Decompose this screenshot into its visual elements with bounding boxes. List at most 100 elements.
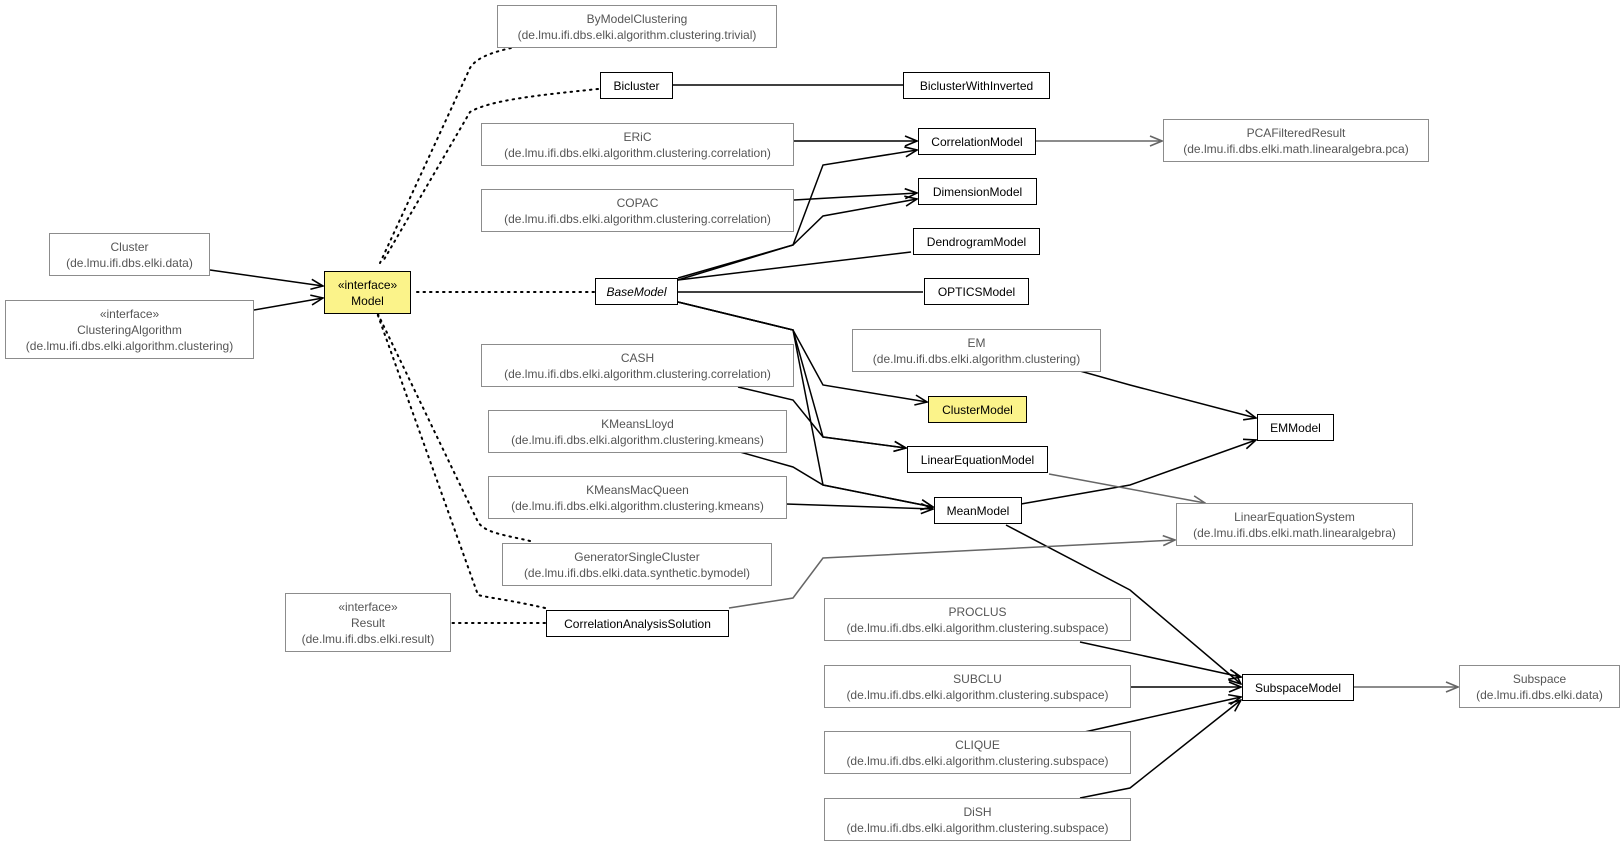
class-name: CorrelationAnalysisSolution — [564, 616, 711, 631]
stereotype-label: «interface» — [338, 599, 398, 614]
class-copac[interactable]: COPAC (de.lmu.ifi.dbs.elki.algorithm.clu… — [481, 189, 794, 232]
class-name: PROCLUS — [948, 604, 1007, 619]
class-bicluster[interactable]: Bicluster — [600, 72, 673, 99]
class-clique[interactable]: CLIQUE (de.lmu.ifi.dbs.elki.algorithm.cl… — [824, 731, 1131, 774]
edge-correlationanalysissolution-model — [375, 309, 546, 609]
package-name: (de.lmu.ifi.dbs.elki.algorithm.clusterin… — [511, 498, 764, 513]
class-name: ERiC — [623, 129, 652, 144]
edge-cluster-model — [209, 269, 323, 286]
edge-copac-dimensionmodel — [793, 193, 917, 201]
class-subspacemodel[interactable]: SubspaceModel — [1242, 674, 1354, 701]
class-cash[interactable]: CASH (de.lmu.ifi.dbs.elki.algorithm.clus… — [481, 344, 794, 387]
package-name: (de.lmu.ifi.dbs.elki.algorithm.clusterin… — [504, 366, 771, 381]
class-name: EMModel — [1270, 420, 1321, 435]
class-name: COPAC — [616, 195, 659, 210]
class-name: KMeansMacQueen — [586, 482, 689, 497]
class-name: KMeansLloyd — [601, 416, 674, 431]
interface-clusteringalgorithm[interactable]: «interface» ClusteringAlgorithm (de.lmu.… — [5, 300, 254, 359]
package-name: (de.lmu.ifi.dbs.elki.algorithm.clusterin… — [872, 351, 1081, 366]
class-proclus[interactable]: PROCLUS (de.lmu.ifi.dbs.elki.algorithm.c… — [824, 598, 1131, 641]
class-name: CorrelationModel — [931, 134, 1023, 149]
class-em[interactable]: EM (de.lmu.ifi.dbs.elki.algorithm.cluste… — [852, 329, 1101, 372]
class-kmeanslloyd[interactable]: KMeansLloyd (de.lmu.ifi.dbs.elki.algorit… — [488, 410, 787, 453]
package-name: (de.lmu.ifi.dbs.elki.data) — [66, 255, 193, 270]
edge-basemodel-correlationmodel — [677, 150, 917, 279]
class-linearequationsystem[interactable]: LinearEquationSystem (de.lmu.ifi.dbs.elk… — [1176, 503, 1413, 546]
class-kmeansmacqueen[interactable]: KMeansMacQueen (de.lmu.ifi.dbs.elki.algo… — [488, 476, 787, 519]
class-name: Result — [350, 615, 385, 630]
class-dimensionmodel[interactable]: DimensionModel — [918, 178, 1037, 205]
class-emmodel[interactable]: EMModel — [1257, 414, 1334, 441]
class-name: BiclusterWithInverted — [919, 78, 1034, 93]
package-name: (de.lmu.ifi.dbs.elki.algorithm.clusterin… — [846, 820, 1109, 835]
class-name: MeanModel — [946, 503, 1010, 518]
package-name: (de.lmu.ifi.dbs.elki.algorithm.clusterin… — [846, 687, 1109, 702]
edge-bicluster-model — [381, 88, 599, 264]
stereotype-label: «interface» — [99, 306, 160, 321]
class-name: SubspaceModel — [1254, 680, 1342, 695]
interface-model[interactable]: «interface» Model — [324, 271, 411, 314]
class-name: DimensionModel — [932, 184, 1023, 199]
package-name: (de.lmu.ifi.dbs.elki.data.synthetic.bymo… — [523, 565, 751, 580]
class-dish[interactable]: DiSH (de.lmu.ifi.dbs.elki.algorithm.clus… — [824, 798, 1131, 841]
class-dendrogrammodel[interactable]: DendrogramModel — [913, 228, 1040, 255]
package-name: (de.lmu.ifi.dbs.elki.algorithm.clusterin… — [25, 338, 234, 353]
package-name: (de.lmu.ifi.dbs.elki.algorithm.clusterin… — [511, 432, 764, 447]
edge-kmeansmacqueen-meanmodel — [785, 504, 933, 509]
class-name: ClusteringAlgorithm — [77, 322, 182, 337]
class-name: Bicluster — [613, 78, 660, 93]
class-eric[interactable]: ERiC (de.lmu.ifi.dbs.elki.algorithm.clus… — [481, 123, 794, 166]
class-name: LinearEquationModel — [920, 452, 1035, 467]
package-name: (de.lmu.ifi.dbs.elki.algorithm.clusterin… — [846, 753, 1109, 768]
edge-correlationanalysissolution-linearequationsystem — [728, 540, 1175, 609]
class-generatorsinglecluster[interactable]: GeneratorSingleCluster (de.lmu.ifi.dbs.e… — [502, 543, 772, 586]
class-correlationanalysissolution[interactable]: CorrelationAnalysisSolution — [546, 610, 729, 637]
class-name: Model — [351, 293, 384, 308]
class-name: OPTICSModel — [937, 284, 1016, 299]
package-name: (de.lmu.ifi.dbs.elki.algorithm.clusterin… — [504, 211, 771, 226]
class-subspace[interactable]: Subspace (de.lmu.ifi.dbs.elki.data) — [1459, 665, 1620, 708]
class-name: ClusterModel — [942, 402, 1013, 417]
package-name: (de.lmu.ifi.dbs.elki.data) — [1476, 687, 1603, 702]
class-name: CLIQUE — [955, 737, 1000, 752]
class-subclu[interactable]: SUBCLU (de.lmu.ifi.dbs.elki.algorithm.cl… — [824, 665, 1131, 708]
class-name: LinearEquationSystem — [1234, 509, 1355, 524]
class-name: EM — [967, 335, 986, 350]
package-name: (de.lmu.ifi.dbs.elki.algorithm.clusterin… — [504, 145, 771, 160]
class-name: Subspace — [1512, 671, 1567, 686]
class-cluster[interactable]: Cluster (de.lmu.ifi.dbs.elki.data) — [49, 233, 210, 276]
package-name: (de.lmu.ifi.dbs.elki.math.linearalgebra.… — [1183, 141, 1409, 156]
class-bymodelclustering[interactable]: ByModelClustering (de.lmu.ifi.dbs.elki.a… — [497, 5, 777, 48]
class-name: PCAFilteredResult — [1246, 125, 1346, 140]
class-name: Cluster — [110, 239, 149, 254]
edge-clusteringalgorithm-model — [253, 298, 323, 311]
edge-kmeanslloyd-meanmodel — [739, 451, 933, 507]
edge-generatorsinglecluster-model — [375, 309, 531, 542]
class-name: DiSH — [963, 804, 992, 819]
class-pcafilteredresult[interactable]: PCAFilteredResult (de.lmu.ifi.dbs.elki.m… — [1163, 119, 1429, 162]
class-name: SUBCLU — [953, 671, 1002, 686]
edge-dish-subspacemodel — [1079, 700, 1241, 799]
package-name: (de.lmu.ifi.dbs.elki.result) — [301, 631, 435, 646]
class-clustermodel[interactable]: ClusterModel — [928, 396, 1027, 423]
class-meanmodel[interactable]: MeanModel — [934, 497, 1022, 524]
class-name: BaseModel — [606, 284, 667, 299]
package-name: (de.lmu.ifi.dbs.elki.math.linearalgebra) — [1193, 525, 1396, 540]
class-name: ByModelClustering — [586, 11, 688, 26]
edge-basemodel-dimensionmodel — [677, 199, 917, 281]
class-biclusterwithinverted[interactable]: BiclusterWithInverted — [903, 72, 1050, 99]
edge-linearequationmodel-linearequationsystem — [1048, 473, 1205, 503]
class-correlationmodel[interactable]: CorrelationModel — [918, 128, 1036, 155]
class-name: DendrogramModel — [926, 234, 1027, 249]
class-basemodel[interactable]: BaseModel — [595, 278, 678, 305]
interface-result[interactable]: «interface» Result (de.lmu.ifi.dbs.elki.… — [285, 593, 451, 652]
edge-proclus-subspacemodel — [1079, 641, 1241, 677]
edge-em-emmodel — [1079, 370, 1256, 418]
stereotype-label: «interface» — [337, 277, 398, 292]
package-name: (de.lmu.ifi.dbs.elki.algorithm.clusterin… — [846, 620, 1109, 635]
edge-clique-subspacemodel — [1079, 697, 1241, 734]
class-opticsmodel[interactable]: OPTICSModel — [924, 278, 1029, 305]
class-name: GeneratorSingleCluster — [574, 549, 700, 564]
class-linearequationmodel[interactable]: LinearEquationModel — [907, 446, 1048, 473]
